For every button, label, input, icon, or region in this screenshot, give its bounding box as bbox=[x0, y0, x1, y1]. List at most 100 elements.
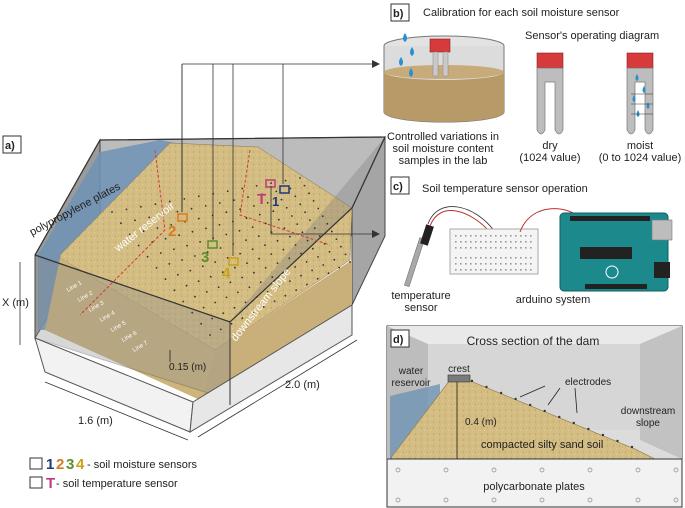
electrode-dot bbox=[272, 210, 275, 213]
electrode-dot bbox=[280, 198, 283, 201]
plate-bolt bbox=[587, 467, 593, 473]
water-drop-icon bbox=[635, 74, 639, 81]
breadboard-hole bbox=[510, 247, 512, 249]
slope-electrode bbox=[616, 439, 619, 443]
electrode-dot bbox=[194, 255, 196, 257]
electrode-dot bbox=[289, 187, 292, 190]
moist-sensor-probe bbox=[626, 67, 654, 135]
legend: 1 2 3 4 - soil moisture sensors T - soil… bbox=[29, 456, 198, 492]
electrode-dot bbox=[182, 300, 185, 303]
electrode-dot bbox=[258, 257, 260, 260]
sensor-t-marker bbox=[265, 179, 276, 188]
water-drop-icon bbox=[403, 33, 407, 42]
electrode-dot bbox=[255, 184, 258, 187]
water-reservoir-label-1: water bbox=[398, 366, 424, 377]
electrode-dot bbox=[218, 224, 221, 226]
breadboard-hole bbox=[485, 247, 487, 249]
electrode-dot bbox=[140, 205, 142, 208]
temp-probe-wire bbox=[429, 210, 491, 233]
electrode-dot bbox=[186, 244, 188, 247]
electrode-dot bbox=[317, 207, 320, 210]
breadboard-hole bbox=[480, 247, 482, 249]
electrode-dot bbox=[245, 239, 247, 242]
crest-label: crest bbox=[448, 364, 470, 375]
breadboard-hole bbox=[480, 257, 482, 259]
electrodes-label: electrodes bbox=[565, 377, 611, 388]
electrode-dot bbox=[291, 215, 293, 217]
legend-num-3: 3 bbox=[66, 456, 74, 473]
temp-probe-head bbox=[420, 224, 434, 246]
electrode-dots bbox=[111, 177, 351, 336]
legend-num-1: 1 bbox=[46, 456, 54, 473]
electrode-dot bbox=[247, 196, 249, 199]
electrode-dot bbox=[303, 184, 306, 187]
electrode-dot bbox=[257, 235, 260, 238]
panel-a-label: a) bbox=[5, 140, 15, 152]
breadboard-hole bbox=[505, 263, 507, 265]
electrode-dot bbox=[252, 311, 255, 314]
electrode-dot bbox=[209, 334, 211, 336]
plate-bolt bbox=[395, 467, 401, 473]
electrode-dot bbox=[241, 317, 244, 320]
breadboard-hole bbox=[455, 257, 457, 259]
electrode-dot bbox=[234, 266, 236, 269]
lab-text-line-2: soil moisture content bbox=[393, 143, 494, 155]
breadboard-hole bbox=[490, 247, 492, 249]
breadboard-hole bbox=[495, 263, 497, 265]
breadboard-hole bbox=[515, 247, 517, 249]
slope-electrodes bbox=[470, 379, 634, 449]
electrode-dot bbox=[120, 222, 122, 225]
arduino-chip bbox=[580, 247, 632, 259]
electrode-dot bbox=[294, 195, 297, 198]
electrode-dot bbox=[233, 306, 236, 309]
panel-b-label: b) bbox=[393, 8, 404, 20]
moist-label: moist bbox=[627, 140, 653, 152]
panel-d-label-box bbox=[390, 329, 410, 348]
electrode-dot bbox=[219, 328, 222, 331]
electrode-dot bbox=[276, 239, 279, 242]
plate-bolts bbox=[395, 467, 679, 503]
electrode-dot bbox=[322, 264, 325, 266]
electrode-dot bbox=[244, 301, 247, 304]
breadboard-hole bbox=[475, 263, 477, 265]
breadboard-hole bbox=[460, 235, 462, 237]
breadboard-hole bbox=[475, 247, 477, 249]
electrode-dot bbox=[308, 192, 310, 195]
electrode-dot bbox=[258, 213, 261, 216]
electrode-dot bbox=[230, 322, 233, 325]
electrode-dot bbox=[271, 276, 274, 278]
temp-sensor-label-2: sensor bbox=[404, 302, 437, 314]
electrode-dot bbox=[304, 211, 306, 214]
breadboard-hole bbox=[520, 235, 522, 237]
water-drop-icon bbox=[632, 95, 636, 102]
sand-upstream-face bbox=[45, 258, 215, 400]
plate-bolt bbox=[539, 497, 545, 503]
electrode-dot bbox=[321, 215, 324, 218]
breadboard-hole bbox=[515, 263, 517, 265]
electrode-dot bbox=[264, 267, 267, 269]
breadboard-hole bbox=[465, 263, 467, 265]
water-drop-icon bbox=[399, 57, 403, 66]
breadboard-hole bbox=[470, 263, 472, 265]
plate-bolt bbox=[443, 467, 449, 473]
breadboard-hole bbox=[520, 247, 522, 249]
electrode-dot bbox=[253, 271, 255, 274]
electrode-dot bbox=[245, 217, 248, 220]
breadboard-hole bbox=[495, 241, 497, 243]
electrode-dot bbox=[349, 261, 351, 263]
tank-front-glass bbox=[35, 137, 385, 322]
electrode-dot bbox=[226, 190, 229, 193]
breadboard-hole bbox=[475, 269, 477, 271]
plate-bolt bbox=[587, 497, 593, 503]
sensor-1-number: 1 bbox=[272, 194, 279, 209]
panel-a-label-box bbox=[2, 135, 22, 154]
leader-arrowhead-b bbox=[372, 60, 380, 68]
electrode-dot bbox=[221, 271, 224, 274]
electrode-dot bbox=[233, 199, 235, 202]
sensor-2-marker bbox=[177, 213, 188, 222]
sand-downstream-face bbox=[200, 260, 352, 400]
electrode-dot bbox=[191, 230, 194, 233]
electrode-dot bbox=[266, 290, 269, 293]
sensor-1-marker bbox=[279, 185, 290, 194]
electrode-dot bbox=[197, 217, 200, 220]
